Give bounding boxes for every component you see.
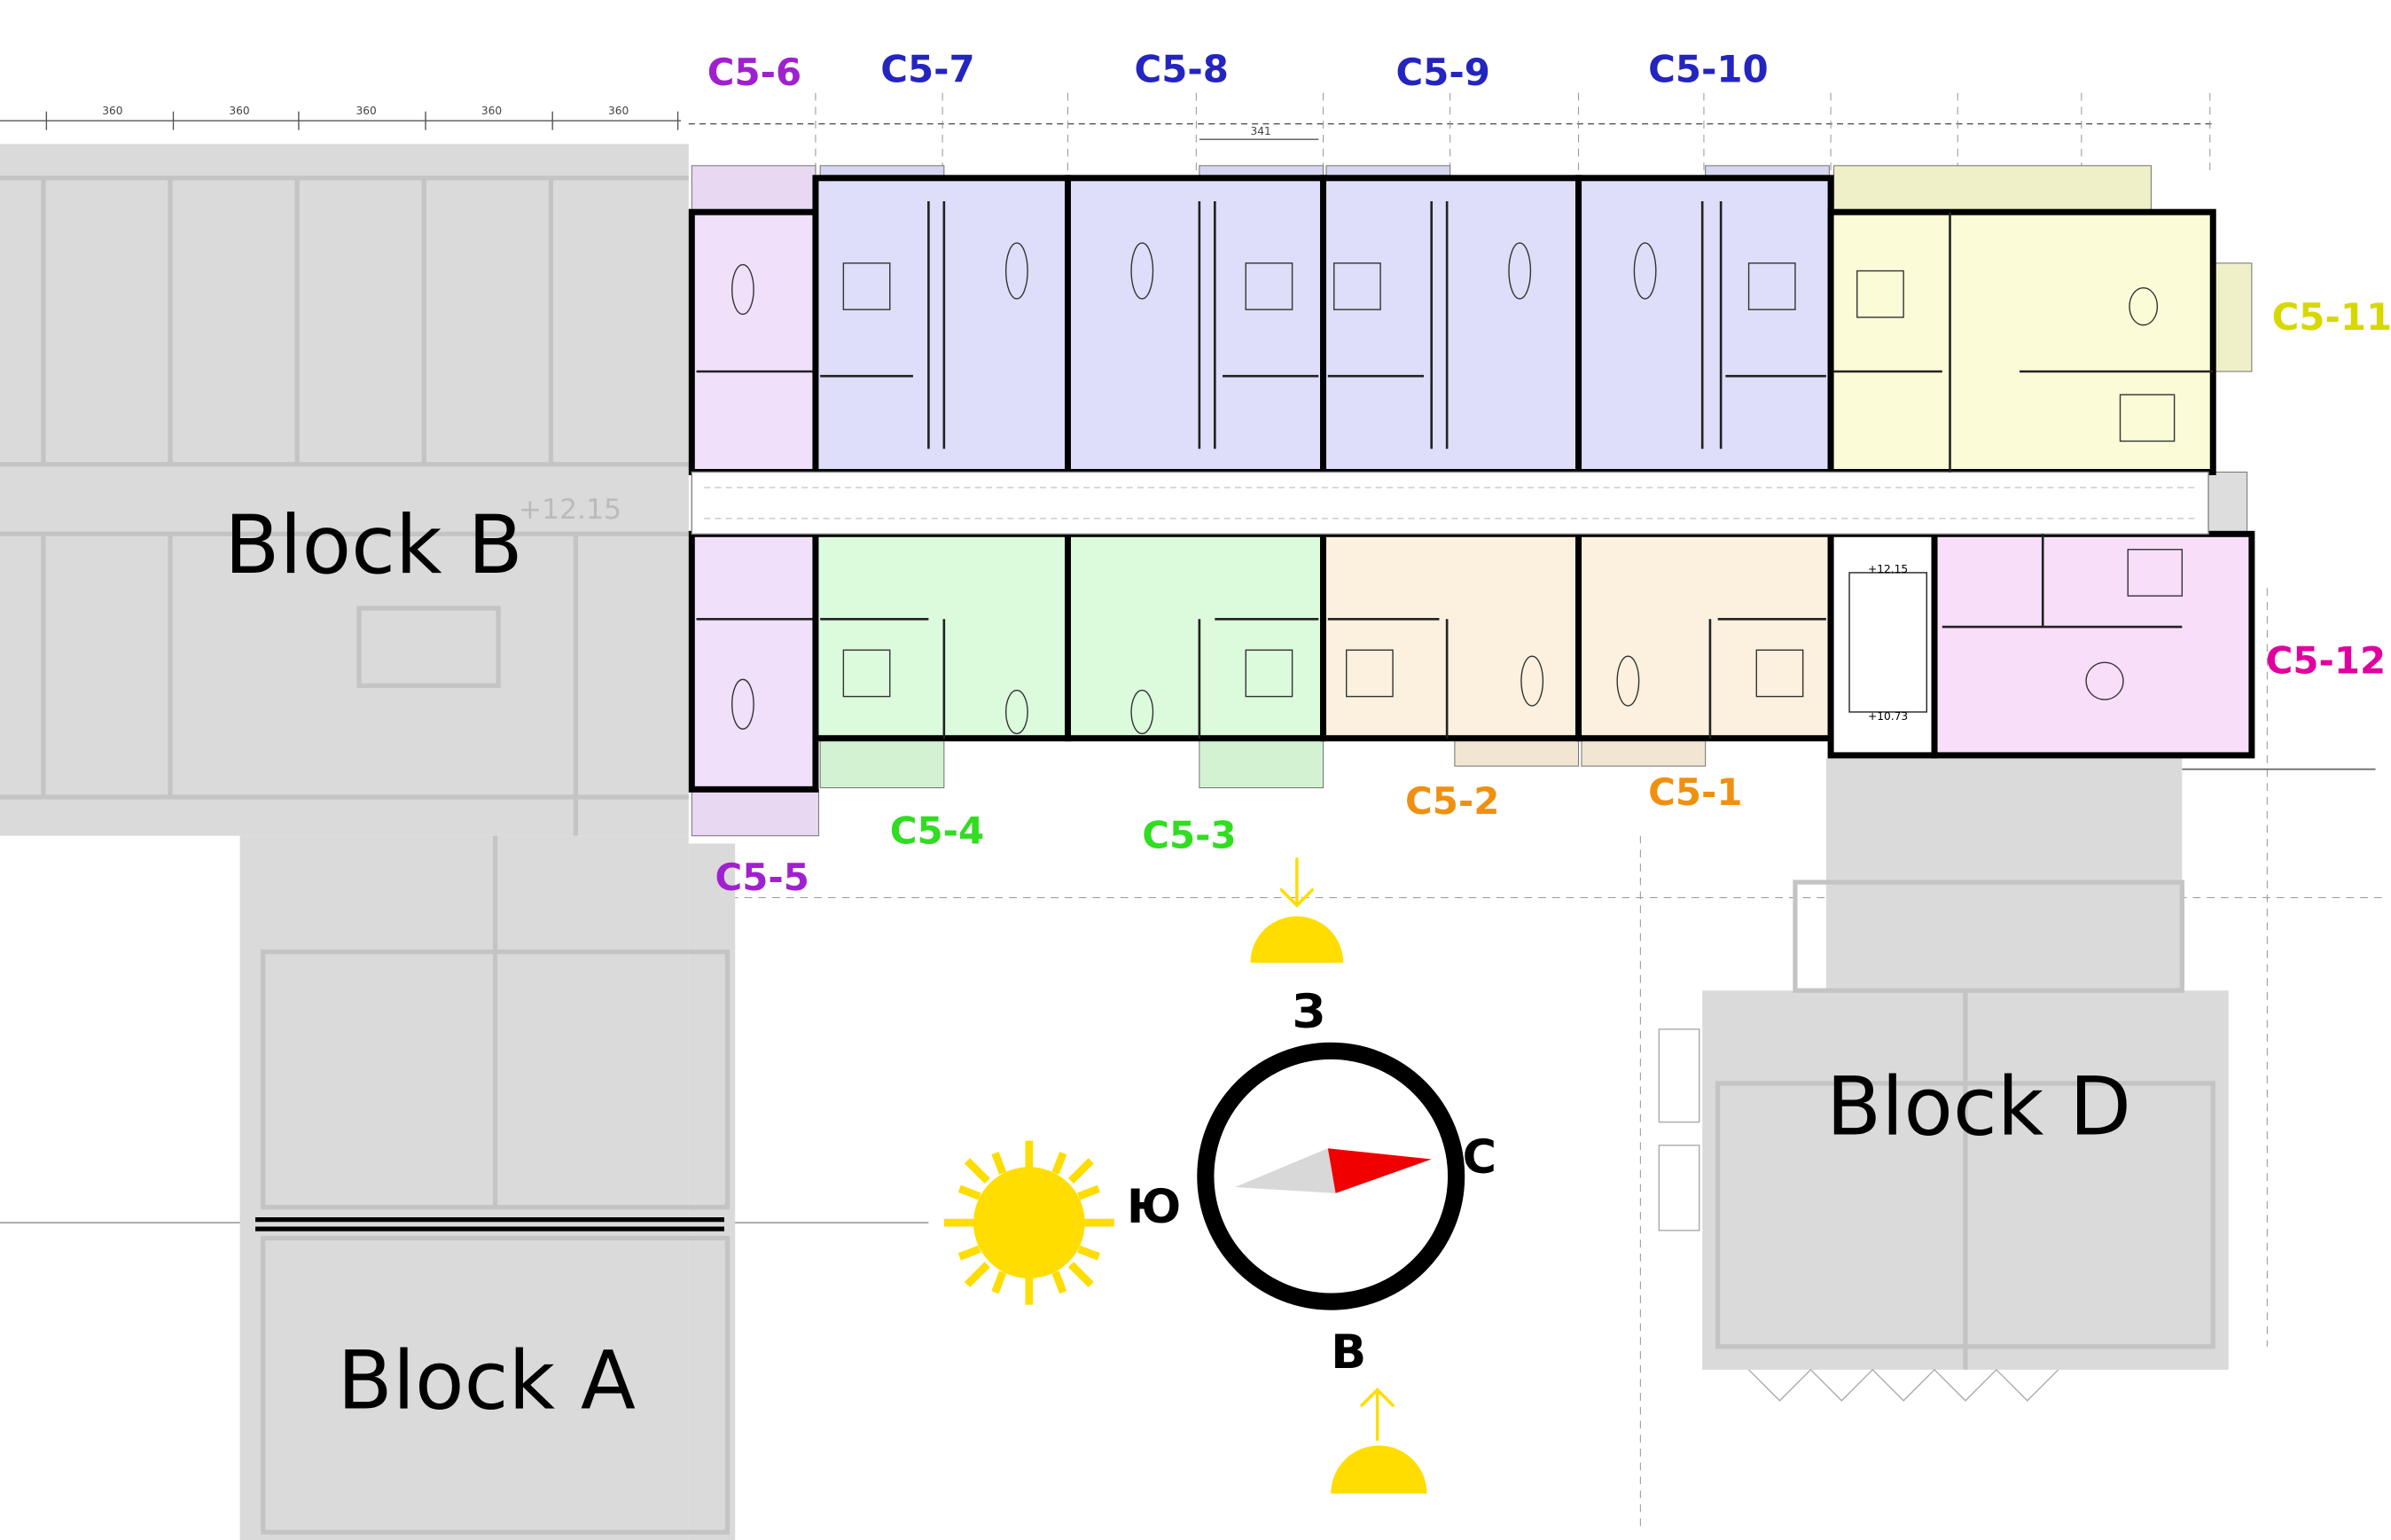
unit-label-c5-10: C5-10 xyxy=(1648,48,1769,91)
compass-needle-north xyxy=(1327,1148,1432,1193)
unit-c5-6[interactable] xyxy=(688,208,819,475)
compass-south-label: Ю xyxy=(1127,1180,1181,1234)
sunrise-arrow-icon xyxy=(1279,857,1315,908)
unit-c5-9[interactable] xyxy=(1320,175,1582,475)
unit-c5-8[interactable] xyxy=(1064,175,1327,475)
compass-east-label: В xyxy=(1331,1325,1366,1380)
block-b-area: Block B +12.15 xyxy=(0,144,689,836)
unit-c5-5[interactable] xyxy=(688,530,819,793)
unit-c5-10[interactable] xyxy=(1575,175,1834,475)
unit-c5-1[interactable] xyxy=(1575,530,1834,742)
level-mark: +12.15 xyxy=(1868,563,1908,575)
dimension-text: 360 xyxy=(356,105,376,117)
unit-c5-7[interactable] xyxy=(812,175,1071,475)
unit-label-c5-3: C5-3 xyxy=(1142,814,1236,857)
half-sun-icon xyxy=(1250,916,1344,963)
unit-c5-2[interactable] xyxy=(1320,530,1582,742)
unit-label-c5-7: C5-7 xyxy=(880,48,974,91)
unit-c5-3[interactable] xyxy=(1064,530,1327,742)
unit-label-c5-6: C5-6 xyxy=(707,51,801,94)
dimension-text: 360 xyxy=(229,105,249,117)
block-d-label: Block D xyxy=(1826,1061,2131,1154)
block-a-label: Block A xyxy=(338,1335,636,1428)
unit-label-c5-5: C5-5 xyxy=(715,856,809,899)
block-a-area: Block A xyxy=(239,835,736,1540)
unit-label-c5-11: C5-11 xyxy=(2272,295,2391,339)
unit-c5-12[interactable] xyxy=(1931,530,2255,759)
dimension-text: 360 xyxy=(481,105,502,117)
compass-north-label: С xyxy=(1463,1130,1496,1184)
level-mark: +10.73 xyxy=(1868,710,1908,723)
level-mark: +12.15 xyxy=(519,494,621,526)
unit-label-c5-1: C5-1 xyxy=(1648,770,1742,814)
compass-needle-south xyxy=(1235,1148,1336,1193)
dimension-text: 360 xyxy=(608,105,629,117)
dimension-text: 360 xyxy=(102,105,122,117)
corridor xyxy=(691,471,2209,535)
unit-label-c5-2: C5-2 xyxy=(1405,779,1499,823)
interior-walls xyxy=(696,200,2214,739)
compass: З С В Ю xyxy=(1127,985,1496,1380)
unit-label-c5-9: C5-9 xyxy=(1396,51,1490,94)
block-d-area: Block D xyxy=(1658,758,2229,1402)
unit-c5-4[interactable] xyxy=(812,530,1071,742)
compass-west-label: З xyxy=(1293,985,1325,1039)
sunset-arrow-icon xyxy=(1360,1388,1395,1442)
units xyxy=(688,175,2255,793)
unit-label-c5-8: C5-8 xyxy=(1135,48,1229,91)
unit-label-c5-4: C5-4 xyxy=(890,809,984,852)
half-sun-icon xyxy=(1331,1445,1427,1494)
dimension-line xyxy=(0,111,2214,140)
block-b-label: Block B xyxy=(224,499,523,592)
unit-c5-11[interactable] xyxy=(1827,208,2216,475)
unit-label-c5-12: C5-12 xyxy=(2266,638,2387,682)
stairwell xyxy=(1827,530,1938,759)
dimension-text: 341 xyxy=(1250,125,1270,137)
sun-icon xyxy=(943,1140,1114,1305)
furniture xyxy=(731,242,2184,735)
